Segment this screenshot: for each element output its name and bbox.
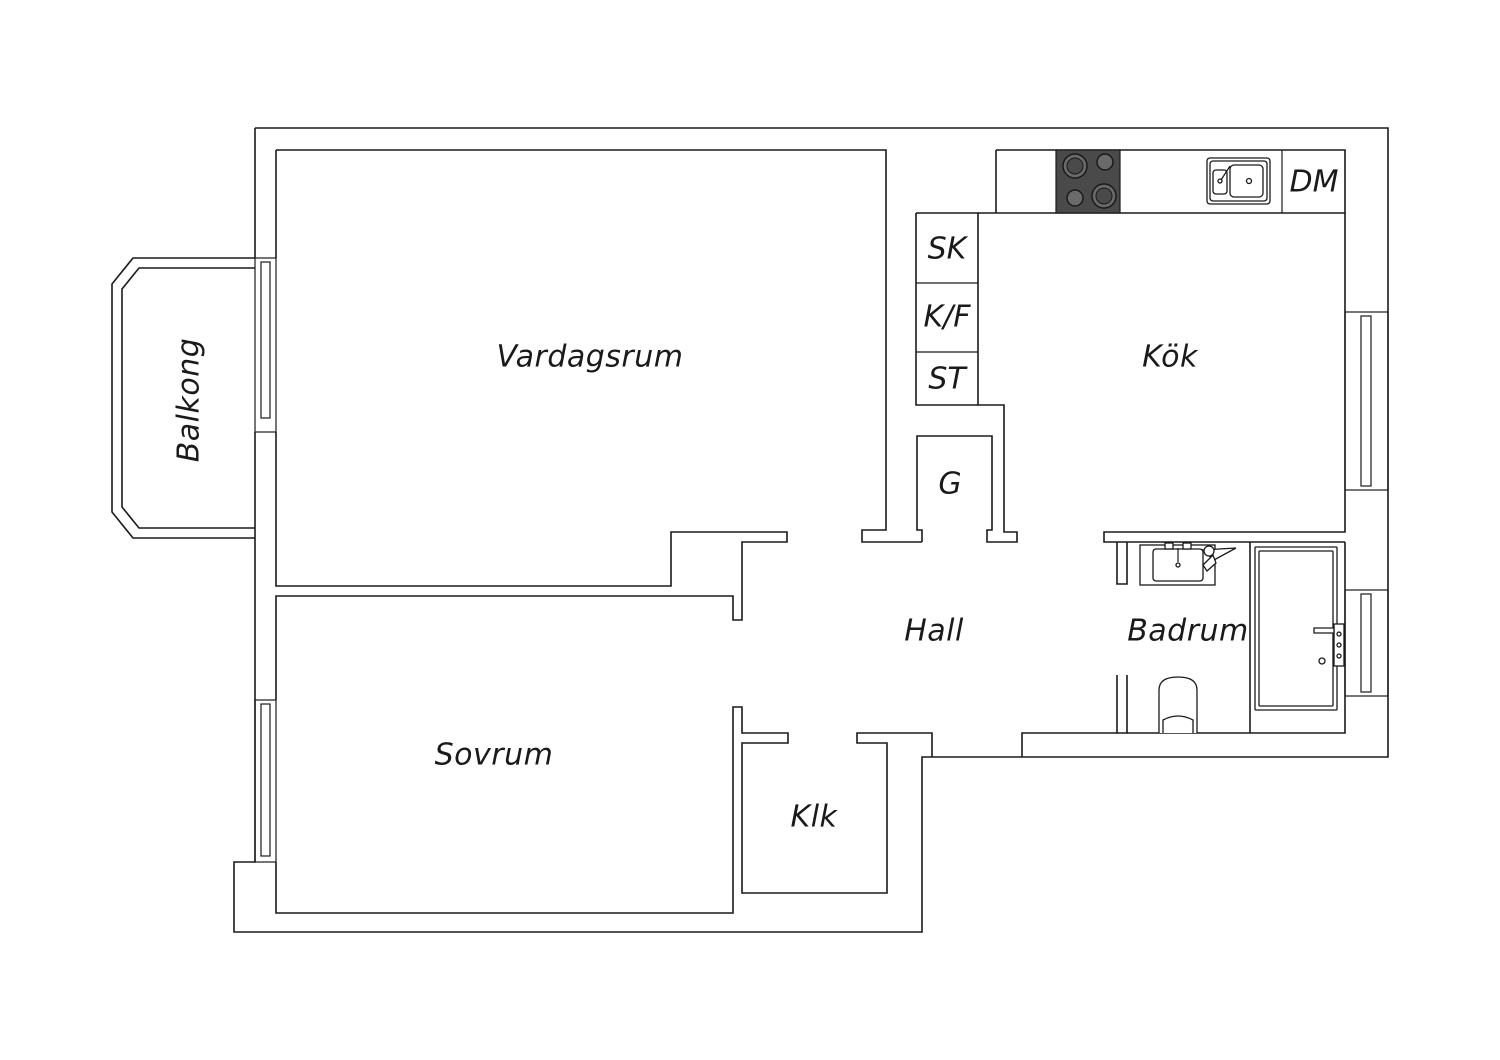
fixture-label-sk: SK — [928, 232, 969, 267]
room-label-klk: Klk — [791, 800, 839, 835]
kitchen-sink-icon — [1206, 157, 1271, 205]
shower-head-icon — [1200, 545, 1237, 572]
room-label-hall: Hall — [904, 614, 964, 649]
toilet-icon — [1158, 676, 1198, 733]
room-label-badrum: Badrum — [1127, 614, 1249, 649]
hall-walls — [915, 212, 1018, 543]
balcony — [111, 257, 255, 539]
fixture-label-g: G — [938, 467, 961, 502]
room-label-sovrum: Sovrum — [435, 738, 554, 773]
vardagsrum-walls — [275, 149, 922, 700]
bathroom-sink-icon — [1139, 542, 1216, 586]
fixture-label-kf: K/F — [923, 300, 971, 335]
room-label-balkong: Balkong — [172, 338, 207, 463]
fixture-label-st: ST — [928, 362, 968, 397]
room-label-vardagsrum: Vardagsrum — [497, 340, 684, 375]
windows — [254, 257, 1389, 863]
fixture-label-dm: DM — [1290, 165, 1339, 200]
bathtub-icon — [1254, 546, 1345, 711]
sovrum-walls — [275, 706, 933, 914]
stove-icon — [1055, 149, 1121, 214]
room-label-kok: Kök — [1142, 340, 1199, 375]
